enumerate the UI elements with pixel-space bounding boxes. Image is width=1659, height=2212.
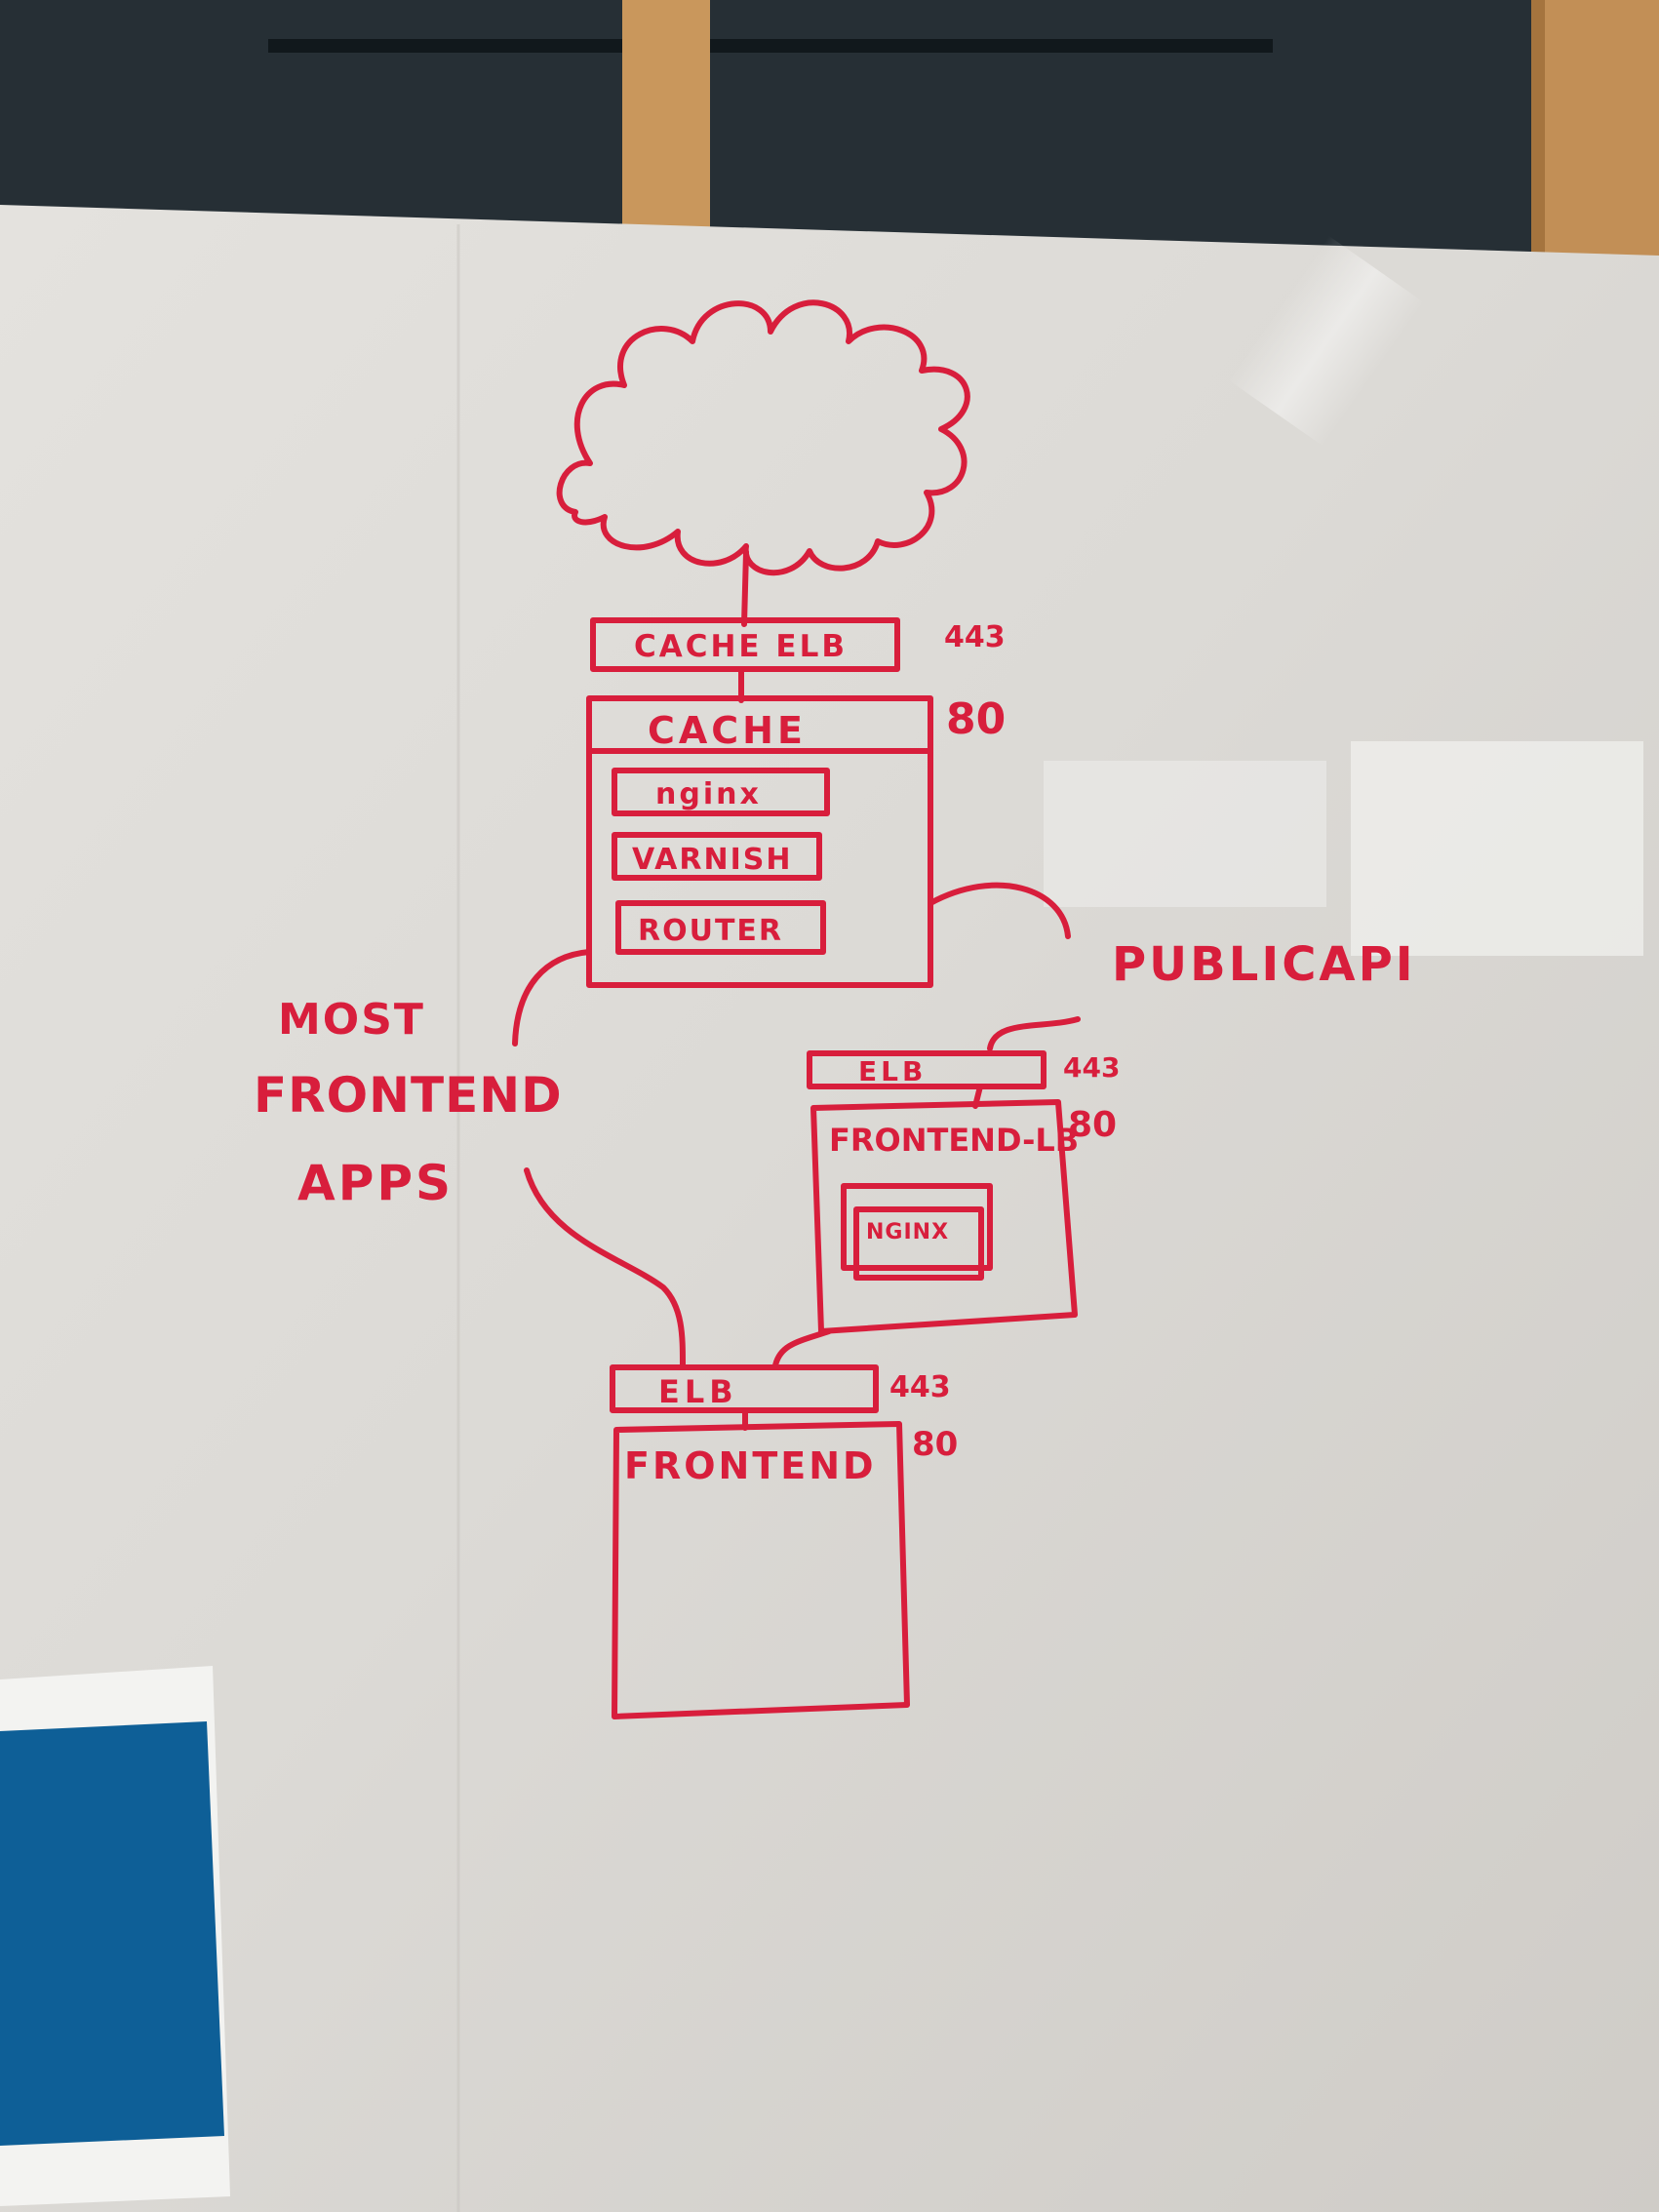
cache-label: CACHE — [648, 709, 807, 752]
connector-apps-to-elb — [524, 1167, 686, 1368]
cache-box — [586, 695, 933, 988]
frontend-lb-elb-label: ELB — [858, 1055, 927, 1087]
most-frontend-apps-line-2: FRONTEND — [254, 1067, 563, 1124]
cache-item-nginx-box — [612, 768, 830, 816]
most-frontend-apps-line-3: APPS — [297, 1155, 454, 1211]
frontend-lb-box — [810, 1099, 1078, 1334]
connector-publicapi-to-elb — [987, 1016, 1081, 1051]
frontend-elb-port: 443 — [889, 1370, 951, 1404]
frontend-lb-elb-box — [807, 1050, 1047, 1089]
connector-cache-to-publicapi — [928, 882, 1071, 939]
frontend-lb-inner-box — [853, 1206, 984, 1281]
connector-cache-to-apps — [512, 949, 592, 1047]
cache-elb-box — [590, 617, 900, 672]
frontend-lb-elb-port: 443 — [1063, 1051, 1120, 1084]
cloud-icon — [556, 299, 970, 576]
cache-item-router-box — [615, 900, 826, 955]
connector-lb-to-elb — [772, 1328, 832, 1368]
public-api-label: PUBLICAPI — [1112, 937, 1416, 992]
wood-post-right — [1544, 0, 1659, 263]
blue-poster — [0, 1721, 224, 2146]
wall-rail — [268, 39, 1273, 53]
cache-item-varnish-box — [612, 832, 822, 881]
cache-elb-label: CACHE ELB — [634, 629, 848, 664]
frontend-lb-inner-label: NGINX — [866, 1220, 949, 1244]
frontend-lb-label: FRONTEND-LB — [829, 1122, 1079, 1159]
cache-item-varnish: VARNISH — [632, 843, 792, 877]
frontend-port: 80 — [912, 1425, 958, 1464]
frontend-lb-port: 80 — [1068, 1105, 1117, 1145]
frontend-label: FRONTEND — [624, 1444, 877, 1487]
cache-item-nginx: nginx — [655, 777, 762, 811]
window-reflection — [1351, 741, 1643, 956]
cache-elb-port: 443 — [944, 620, 1006, 654]
frontend-elb-label: ELB — [658, 1373, 738, 1410]
wood-post-left — [622, 0, 710, 234]
frontend-lb-inner-outer-box — [841, 1183, 993, 1271]
most-frontend-apps-line-1: MOST — [278, 995, 425, 1045]
whiteboard — [0, 205, 1659, 2212]
cache-port: 80 — [946, 694, 1006, 744]
cache-item-router: ROUTER — [638, 914, 783, 948]
frontend-box — [612, 1421, 910, 1719]
